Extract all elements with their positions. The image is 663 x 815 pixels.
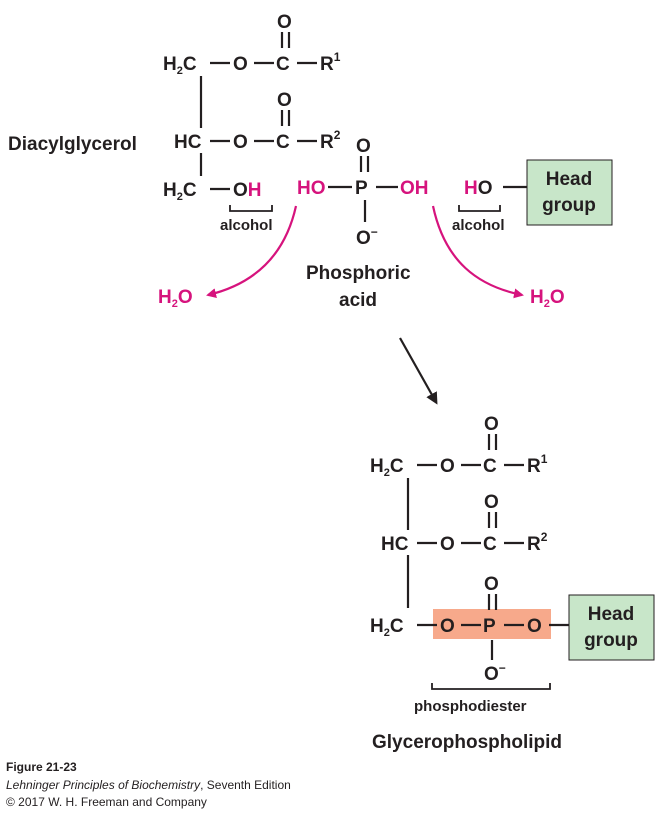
water-left: H2O <box>158 287 193 310</box>
hydroxyl-group: OH <box>233 180 262 201</box>
atom-o-carbonyl: O <box>484 414 499 435</box>
atom-o-phosphoryl: O <box>484 574 499 595</box>
book-edition: , Seventh Edition <box>200 778 291 792</box>
head-group-label-line1: Head <box>588 604 634 625</box>
head-group-alcohol: HO Head group alcohol <box>452 159 613 234</box>
arrow-to-water-left <box>206 205 298 299</box>
atom-o-carbonyl: O <box>277 90 292 111</box>
atom-p: P <box>483 616 496 637</box>
figure-source: Lehninger Principles of Biochemistry, Se… <box>6 778 291 792</box>
alcohol-label-right: alcohol <box>452 217 505 234</box>
phosphodiester-highlight <box>433 609 551 639</box>
arrow-to-water-right <box>431 205 524 299</box>
phosphoric-ho: HO <box>297 178 326 199</box>
atom-hc: HC <box>174 132 202 153</box>
atom-o-minus: O− <box>484 661 506 685</box>
head-group-box <box>526 159 613 226</box>
book-title: Lehninger Principles of Biochemistry <box>6 778 201 792</box>
phosphoric-oh: OH <box>400 178 429 199</box>
copyright: © 2017 W. H. Freeman and Company <box>6 795 207 809</box>
atom-c: C <box>483 534 497 555</box>
phosphoric-acid-structure: HO P O OH O− <box>297 136 429 249</box>
atom-o: O <box>440 616 455 637</box>
atom-o: O <box>233 132 248 153</box>
head-group-box <box>568 594 655 661</box>
atom-o-carbonyl: O <box>277 12 292 33</box>
atom-r2: R2 <box>527 530 548 555</box>
atom-c: C <box>483 456 497 477</box>
atom-o: O <box>440 534 455 555</box>
diacylglycerol-structure: H2C O C O R1 HC O C O R2 H2C OH alcohol <box>163 12 341 234</box>
alcohol-bracket <box>458 205 501 212</box>
atom-c: C <box>276 54 290 75</box>
phosphoric-acid-label-line1: Phosphoric <box>306 263 411 284</box>
atom-o: O <box>527 616 542 637</box>
phosphoric-acid-label-line2: acid <box>339 290 377 311</box>
atom-r1: R1 <box>320 50 341 75</box>
atom-o: O <box>233 54 248 75</box>
head-group-label-line2: group <box>584 630 638 651</box>
atom-h2c-1: H2C <box>163 54 197 77</box>
atom-h2c-3: H2C <box>370 616 404 639</box>
atom-o-minus: O− <box>356 225 378 249</box>
atom-p: P <box>355 178 368 199</box>
phosphodiester-label: phosphodiester <box>414 698 527 715</box>
atom-h2c-1: H2C <box>370 456 404 479</box>
atom-r1: R1 <box>527 452 548 477</box>
glycerophospholipid-label: Glycerophospholipid <box>372 732 562 753</box>
diacylglycerol-label: Diacylglycerol <box>8 134 137 155</box>
water-right: H2O <box>530 287 565 310</box>
head-group-label-line2: group <box>542 195 596 216</box>
figure-number: Figure 21-23 <box>6 760 77 774</box>
alcohol-bracket <box>229 205 273 212</box>
head-group-label-line1: Head <box>546 169 592 190</box>
phosphodiester-bracket <box>431 683 551 690</box>
atom-h2c-3: H2C <box>163 180 197 203</box>
glycerophospholipid-structure: H2C O C O R1 HC O C O R2 H2C O P O O <box>370 414 655 715</box>
atom-r2: R2 <box>320 128 341 153</box>
head-group-hydroxyl: HO <box>464 178 493 199</box>
atom-hc: HC <box>381 534 409 555</box>
atom-o-carbonyl: O <box>484 492 499 513</box>
reaction-arrow <box>399 337 438 405</box>
atom-c: C <box>276 132 290 153</box>
alcohol-label-left: alcohol <box>220 217 273 234</box>
atom-o: O <box>440 456 455 477</box>
atom-o-phosphoryl: O <box>356 136 371 157</box>
